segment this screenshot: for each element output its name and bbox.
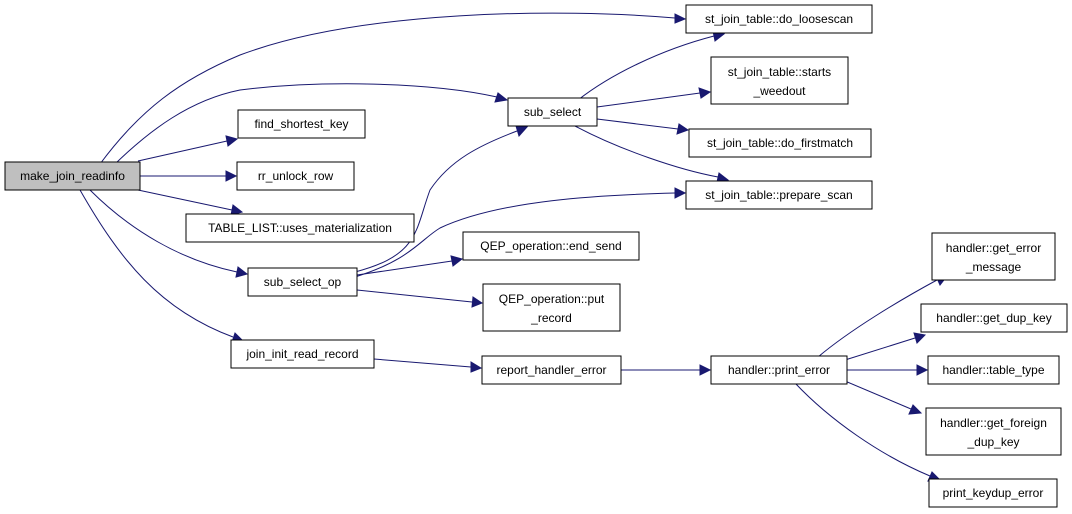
edge-sub-select-op-to-end-send xyxy=(356,255,464,276)
node-label-line-2: _dup_key xyxy=(966,435,1019,449)
node-label: report_handler_error xyxy=(496,363,606,377)
node-label: st_join_table::prepare_scan xyxy=(705,188,852,202)
node-label: find_shortest_key xyxy=(254,117,348,131)
node-label-line-1: handler::get_error xyxy=(946,241,1041,255)
node-label: sub_select_op xyxy=(264,275,342,289)
node-print-keydup-error[interactable]: print_keydup_error xyxy=(928,478,1058,508)
node-label-line-2: _record xyxy=(530,311,572,325)
node-label: rr_unlock_row xyxy=(258,169,334,183)
edge-print-error-to-table-type xyxy=(847,364,929,376)
node-do-loosescan[interactable]: st_join_table::do_loosescan xyxy=(685,4,873,34)
edge-sub-select-op-to-prepare-scan xyxy=(354,187,687,278)
node-label: st_join_table::do_loosescan xyxy=(705,12,853,26)
node-label: handler::print_error xyxy=(728,363,830,377)
node-label-line-1: st_join_table::starts xyxy=(728,65,831,79)
node-label-line-2: _weedout xyxy=(752,84,806,98)
node-label: handler::table_type xyxy=(942,363,1044,377)
node-put-record[interactable]: QEP_operation::put _record xyxy=(482,283,621,332)
node-rr-unlock-row[interactable]: rr_unlock_row xyxy=(236,161,355,191)
node-get-dup-key[interactable]: handler::get_dup_key xyxy=(920,303,1068,333)
edge-report-handler-error-to-print-error xyxy=(621,364,712,376)
node-label: TABLE_LIST::uses_materialization xyxy=(208,221,392,235)
edge-make-join-readinfo-to-find-shortest-key xyxy=(137,135,239,162)
node-label: st_join_table::do_firstmatch xyxy=(707,136,853,150)
node-get-foreign-dup-key[interactable]: handler::get_foreign _dup_key xyxy=(925,407,1062,456)
node-end-send[interactable]: QEP_operation::end_send xyxy=(462,231,640,261)
edge-join-init-read-record-to-report-handler-error xyxy=(373,358,483,373)
node-sub-select[interactable]: sub_select xyxy=(507,97,598,127)
node-make-join-readinfo[interactable]: make_join_readinfo xyxy=(4,161,141,191)
node-label: print_keydup_error xyxy=(943,486,1044,500)
edge-make-join-readinfo-to-sub-select xyxy=(114,83,509,165)
node-label: join_init_read_record xyxy=(245,347,358,361)
edge-sub-select-op-to-put-record xyxy=(356,289,484,308)
edge-sub-select-to-do-firstmatch xyxy=(596,118,690,135)
node-print-error[interactable]: handler::print_error xyxy=(710,355,848,385)
edge-print-error-to-print-keydup-error xyxy=(794,382,942,482)
node-get-error-message[interactable]: handler::get_error _message xyxy=(931,232,1056,281)
node-uses-materialization[interactable]: TABLE_LIST::uses_materialization xyxy=(185,213,415,243)
node-report-handler-error[interactable]: report_handler_error xyxy=(481,355,622,385)
node-label-line-2: _message xyxy=(965,260,1022,274)
node-sub-select-op[interactable]: sub_select_op xyxy=(247,267,358,297)
edge-make-join-readinfo-to-do-loosescan xyxy=(99,12,687,165)
node-join-init-read-record[interactable]: join_init_read_record xyxy=(230,339,375,369)
node-starts-weedout[interactable]: st_join_table::starts _weedout xyxy=(710,56,849,105)
node-label-line-1: QEP_operation::put xyxy=(499,292,605,306)
node-prepare-scan[interactable]: st_join_table::prepare_scan xyxy=(685,180,873,210)
node-do-firstmatch[interactable]: st_join_table::do_firstmatch xyxy=(688,128,872,158)
node-label-line-1: handler::get_foreign xyxy=(940,416,1047,430)
edge-make-join-readinfo-to-rr-unlock-row xyxy=(140,170,238,182)
edge-print-error-to-get-dup-key xyxy=(844,332,927,361)
node-label: QEP_operation::end_send xyxy=(480,239,621,253)
node-find-shortest-key[interactable]: find_shortest_key xyxy=(237,109,366,139)
edge-print-error-to-get-foreign-dup-key xyxy=(844,380,923,415)
edge-make-join-readinfo-to-sub-select-op xyxy=(89,189,249,278)
edge-make-join-readinfo-to-uses-materialization xyxy=(137,189,244,216)
edge-sub-select-to-starts-weedout xyxy=(596,87,712,108)
edge-make-join-readinfo-to-join-init-read-record xyxy=(79,189,245,343)
node-label: make_join_readinfo xyxy=(20,169,125,183)
node-table-type[interactable]: handler::table_type xyxy=(927,355,1060,385)
node-label: handler::get_dup_key xyxy=(936,311,1051,325)
node-label: sub_select xyxy=(524,105,582,119)
